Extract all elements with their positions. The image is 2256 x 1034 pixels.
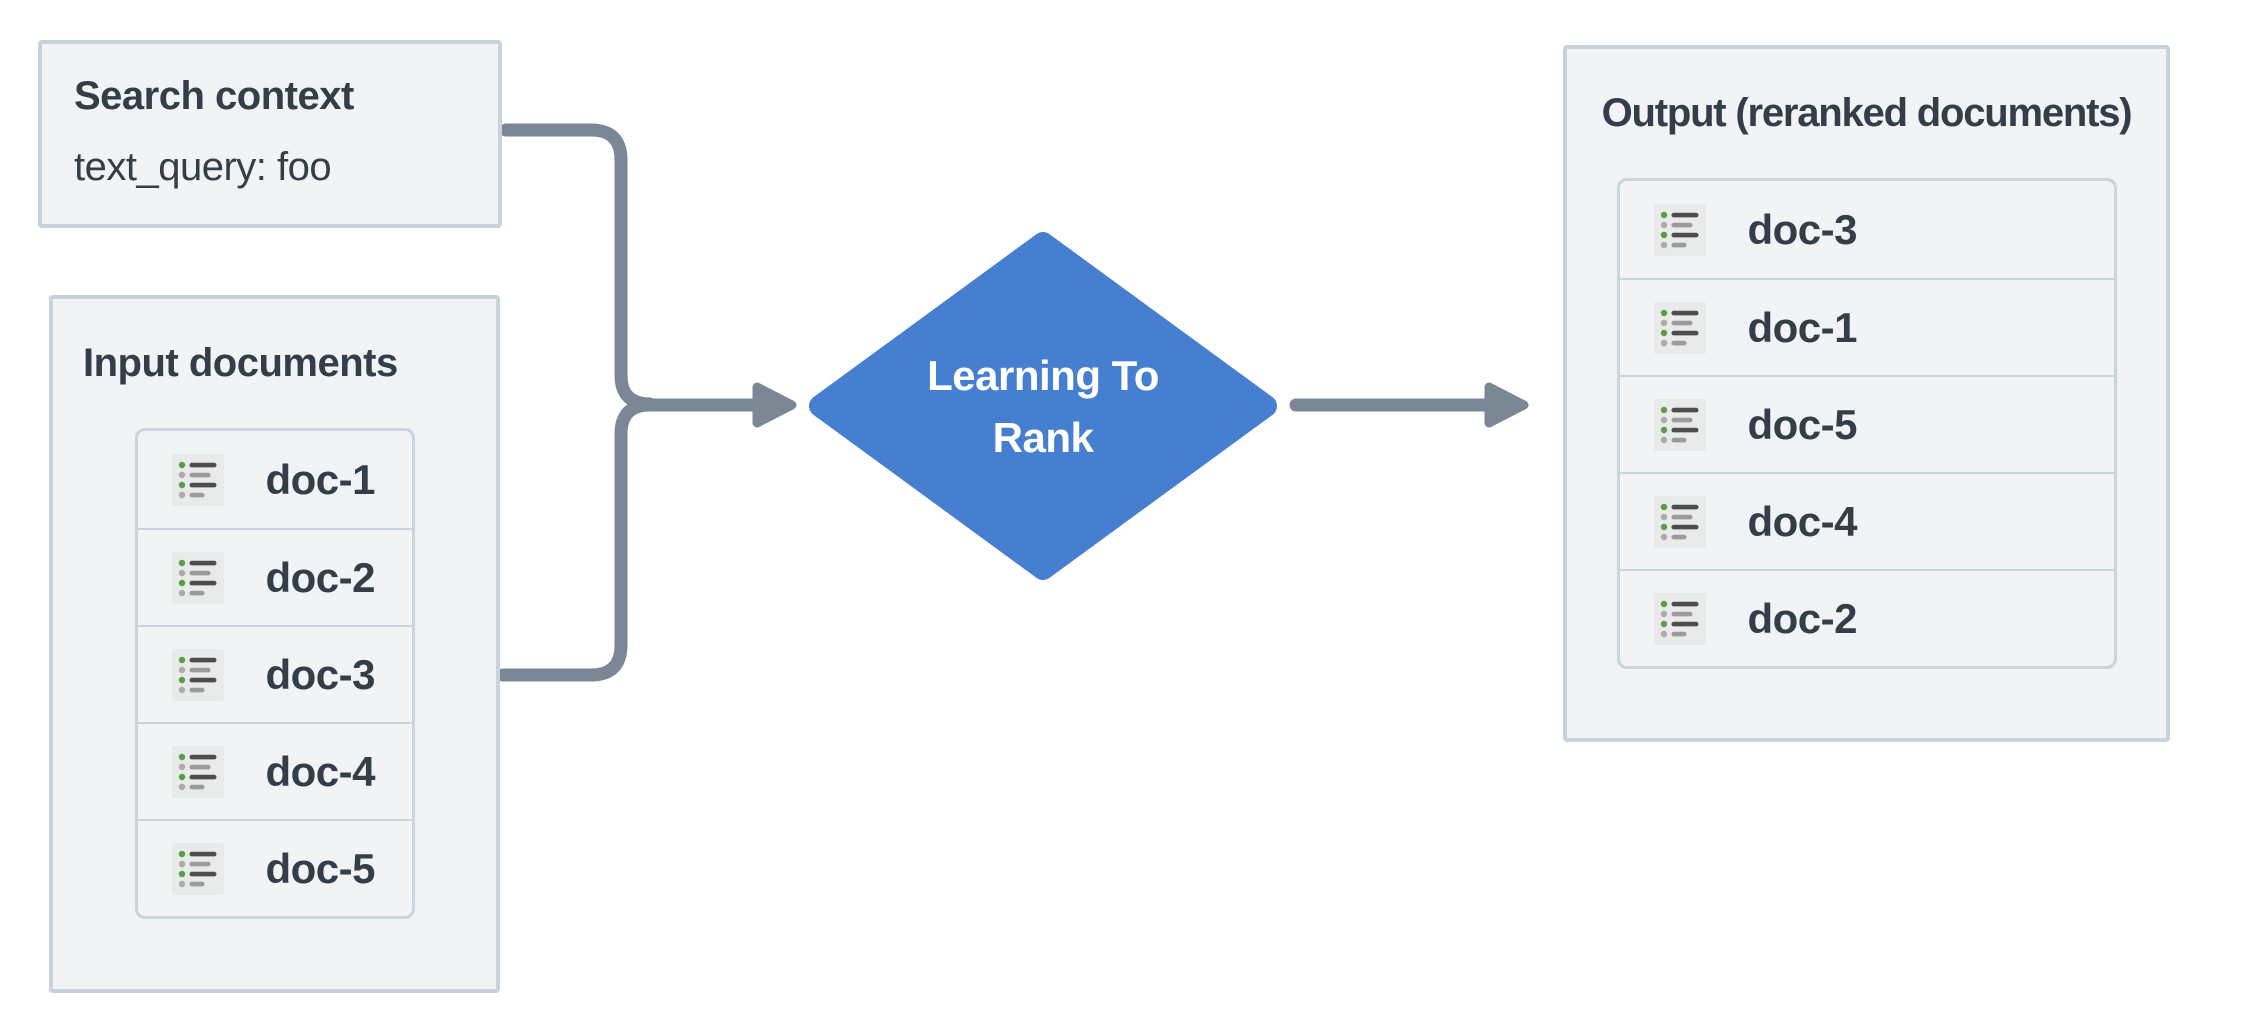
connector-search-context — [499, 123, 657, 411]
text-query-value: text_query: foo — [74, 145, 332, 189]
document-label: doc-4 — [1747, 497, 1858, 545]
learning-to-rank-diamond — [809, 232, 1277, 580]
document-list-icon — [1653, 592, 1706, 645]
arrowhead-to-output-icon — [1484, 382, 1529, 428]
document-label: doc-1 — [1747, 303, 1858, 351]
document-row: doc-4 — [137, 722, 412, 819]
document-label: doc-2 — [265, 553, 376, 601]
document-list-icon — [171, 551, 224, 604]
document-row: doc-1 — [1619, 278, 2114, 375]
output-document-list: doc-3 doc-1 — [1616, 178, 2117, 669]
document-row: doc-2 — [1619, 569, 2114, 666]
document-row: doc-1 — [138, 431, 412, 528]
document-list-icon — [171, 453, 224, 506]
document-row: doc-2 — [137, 528, 412, 625]
document-label: doc-3 — [265, 650, 376, 698]
document-label: doc-2 — [1747, 594, 1858, 642]
document-label: doc-5 — [265, 844, 376, 892]
connector-input-documents — [496, 398, 657, 682]
document-row: doc-5 — [137, 819, 412, 916]
input-documents-title: Input documents — [83, 341, 398, 385]
input-documents-panel: Input documents doc-1 — [49, 295, 500, 993]
search-context-panel: Search context text_query: foo — [38, 40, 502, 228]
document-list-icon — [171, 842, 224, 895]
document-list-icon — [171, 648, 224, 701]
arrowhead-into-node-icon — [752, 382, 797, 428]
process-node-label: Learning To Rank — [927, 352, 1159, 461]
document-label: doc-4 — [265, 747, 376, 795]
document-row: doc-3 — [1620, 181, 2114, 278]
document-row: doc-3 — [137, 625, 412, 722]
document-row: doc-5 — [1619, 375, 2114, 472]
document-label: doc-3 — [1747, 205, 1858, 253]
document-row: doc-4 — [1619, 472, 2114, 569]
document-list-icon — [1653, 495, 1706, 548]
search-context-title: Search context — [74, 74, 354, 118]
document-list-icon — [1653, 398, 1706, 451]
document-list-icon — [171, 745, 224, 798]
output-reranked-panel: Output (reranked documents) — [1563, 45, 2170, 742]
output-panel-title: Output (reranked documents) — [1601, 91, 2133, 135]
document-label: doc-1 — [265, 455, 376, 503]
document-list-icon — [1653, 203, 1706, 256]
document-list-icon — [1653, 301, 1706, 354]
input-document-list: doc-1 doc-2 — [134, 428, 415, 919]
document-label: doc-5 — [1747, 400, 1858, 448]
